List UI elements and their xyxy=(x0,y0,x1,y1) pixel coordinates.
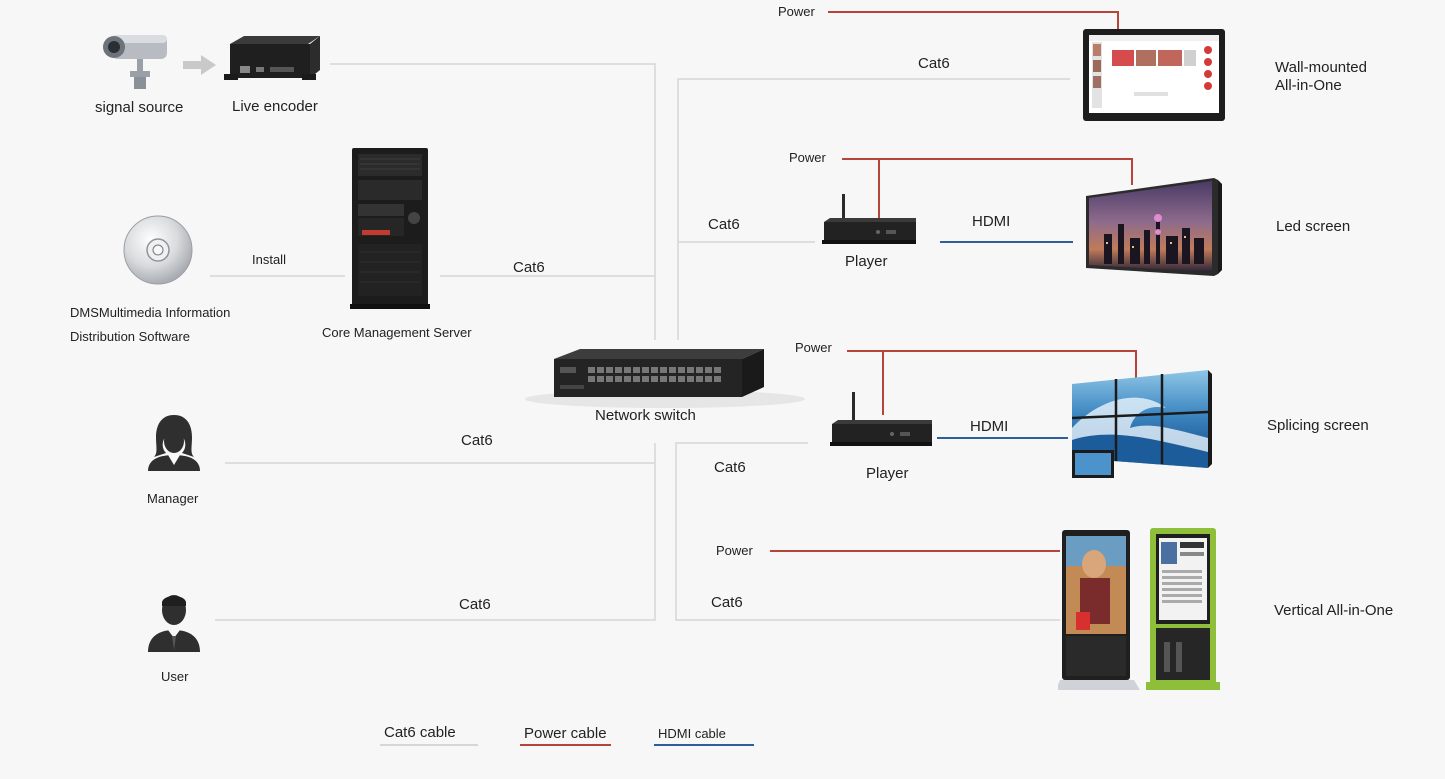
splicing-power-label: Power xyxy=(795,340,832,355)
wall-cat6-label: Cat6 xyxy=(918,55,950,72)
splicing-screen-icon xyxy=(1071,370,1212,478)
led-hdmi-label: HDMI xyxy=(972,213,1011,230)
splicing-hdmi-label: HDMI xyxy=(970,418,1009,435)
user-cat6-label: Cat6 xyxy=(459,596,491,613)
wall-power-label: Power xyxy=(778,4,815,19)
wall-display-icon xyxy=(1083,29,1225,121)
legend-hdmi: HDMI cable xyxy=(658,726,726,741)
legend-cat6: Cat6 cable xyxy=(384,724,456,741)
led-cat6-label: Cat6 xyxy=(708,216,740,233)
player-icon xyxy=(822,194,916,244)
server-cat6-label: Cat6 xyxy=(513,259,545,276)
switch-icon xyxy=(525,349,805,408)
manager-icon xyxy=(148,415,200,471)
live-encoder-label: Live encoder xyxy=(232,98,318,115)
splicing-player-icon xyxy=(830,392,932,446)
switch-label: Network switch xyxy=(595,407,696,424)
manager-label: Manager xyxy=(147,491,199,506)
manager-cat6-label: Cat6 xyxy=(461,432,493,449)
wall-name-2: All-in-One xyxy=(1275,77,1342,94)
splicing-player-label: Player xyxy=(866,465,909,482)
vertical-cat6-label: Cat6 xyxy=(711,594,743,611)
server-icon xyxy=(350,148,430,309)
software-label-1: DMSMultimedia Information xyxy=(70,305,231,320)
kiosk-icon xyxy=(1058,528,1220,690)
user-label: User xyxy=(161,669,189,684)
led-name-label: Led screen xyxy=(1276,218,1351,235)
led-player-label: Player xyxy=(845,253,888,270)
vertical-name-label: Vertical All-in-One xyxy=(1274,602,1394,619)
vertical-power-label: Power xyxy=(716,543,753,558)
legend-power: Power cable xyxy=(524,725,607,742)
encoder-icon xyxy=(224,36,320,80)
software-label-2: Distribution Software xyxy=(70,329,190,344)
splicing-name-label: Splicing screen xyxy=(1267,417,1369,434)
server-label: Core Management Server xyxy=(322,325,472,340)
led-screen-icon xyxy=(1086,178,1222,276)
led-power-label: Power xyxy=(789,150,826,165)
wall-name-1: Wall-mounted xyxy=(1275,59,1367,76)
arrow-icon xyxy=(183,55,216,75)
install-label: Install xyxy=(252,252,286,267)
disc-icon xyxy=(123,215,193,285)
user-icon xyxy=(148,595,200,652)
camera-icon xyxy=(103,35,167,89)
signal-source-label: signal source xyxy=(95,99,184,116)
splicing-cat6-label: Cat6 xyxy=(714,459,746,476)
